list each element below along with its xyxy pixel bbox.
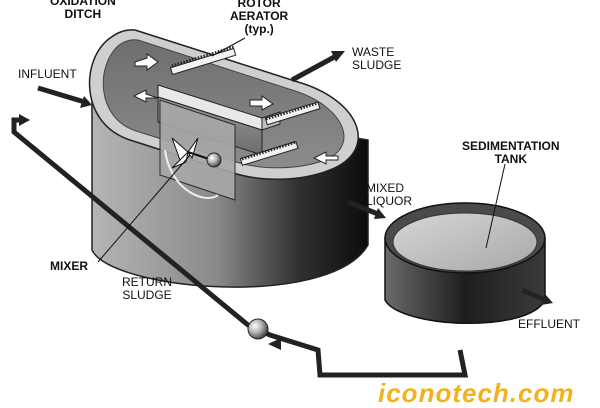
flow-arrow-2 [132,89,159,103]
rotor-leader-line [211,37,246,57]
label-sedimentation-tank: SEDIMENTATION TANK [462,140,560,166]
brand-watermark: iconotech.com [378,378,575,408]
label-oxidation-ditch-line2: DITCH [64,7,102,21]
waste-sludge-arrow [290,51,345,83]
label-mixer: MIXER [50,259,89,273]
oxidation-ditch [88,29,369,288]
flow-arrow-1 [134,53,159,71]
mixed-liquor-arrow [347,199,386,219]
flow-arrow-4 [312,151,339,165]
label-effluent: EFFLUENT [518,317,581,331]
return-sludge-arrowhead [19,114,30,126]
label-waste-sludge-line1: WASTE [352,45,395,59]
influent-arrow [37,85,92,108]
label-rotor-aerator: ROTOR AERATOR (typ.) [230,0,288,36]
mixer-leader-line [97,154,191,263]
mixer [171,137,222,169]
label-oxidation-ditch-line1: OXIDATION [50,0,116,8]
tank-liquid [392,212,538,272]
return-pump [247,318,269,340]
label-return-sludge: RETURN SLUDGE [122,276,172,302]
label-sed-tank-line1: SEDIMENTATION [462,139,560,153]
label-return-sludge-line1: RETURN [122,275,172,289]
rotor-aerator-3 [239,140,299,166]
label-mixed-liquor: MIXED LIQUOR [366,182,412,208]
return-sludge-pipe [11,114,469,378]
label-mixed-liquor-line2: LIQUOR [366,194,413,208]
return-flow-arrowhead [268,338,281,350]
sed-tank-leader-line [485,163,506,249]
sedimentation-tank [384,202,546,325]
effluent-arrow [521,287,553,305]
rotor-aerator-2 [264,101,321,126]
label-waste-sludge: WASTE SLUDGE [352,46,401,72]
label-mixed-liquor-line1: MIXED [366,181,405,195]
label-sed-tank-line2: TANK [494,152,527,166]
flow-arrow-3 [249,95,274,111]
label-rotor-aerator-line3: (typ.) [244,22,274,36]
inner-baffle [159,99,236,201]
label-waste-sludge-line2: SLUDGE [352,58,402,72]
label-influent: INFLUENT [18,67,77,81]
label-rotor-aerator-line2: AERATOR [230,9,289,23]
label-return-sludge-line2: SLUDGE [122,288,172,302]
label-oxidation-ditch: OXIDATION DITCH [50,0,116,21]
label-rotor-aerator-line1: ROTOR [237,0,281,10]
